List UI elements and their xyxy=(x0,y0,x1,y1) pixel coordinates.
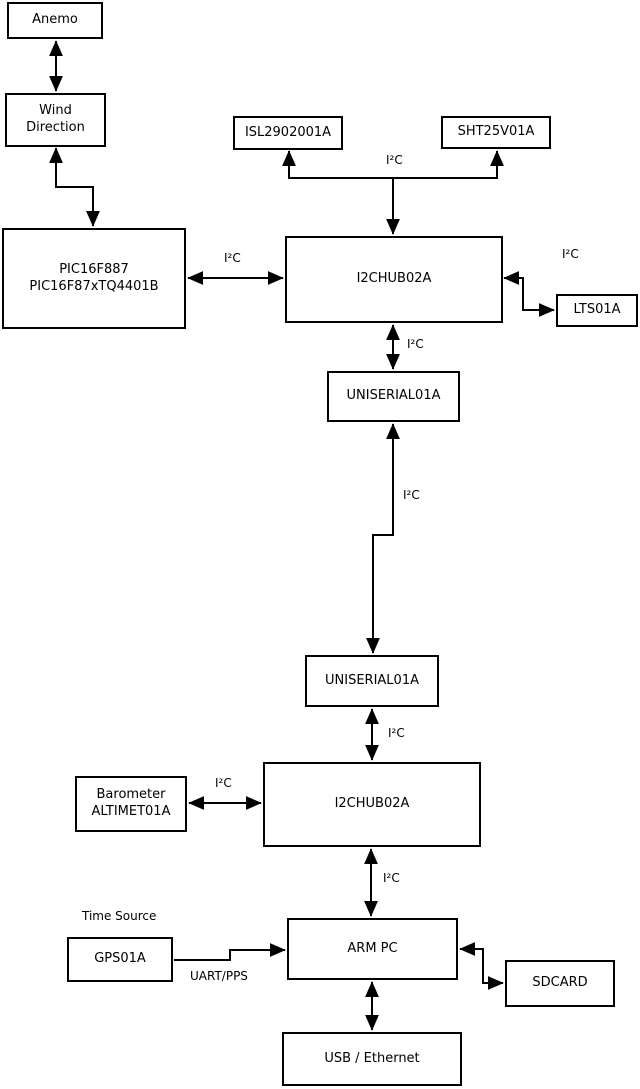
label-i2c-hub1-serial1: I²C xyxy=(407,337,424,351)
node-arm-pc-label: ARM PC xyxy=(347,940,398,956)
node-lts01a-label: LTS01A xyxy=(573,302,621,318)
label-uart-pps: UART/PPS xyxy=(190,969,248,983)
node-anemo: Anemo xyxy=(7,2,103,39)
node-uniserial01a-2-label: UNISERIAL01A xyxy=(325,672,419,688)
node-barometer-altimet01a: Barometer ALTIMET01A xyxy=(75,776,187,832)
node-usb-ethernet: USB / Ethernet xyxy=(282,1032,462,1086)
label-i2c-pic-hub1: I²C xyxy=(224,251,241,265)
node-wind-direction-line1: Wind xyxy=(39,103,72,119)
node-wind-direction: Wind Direction xyxy=(5,93,106,147)
label-i2c-serial1-serial2: I²C xyxy=(403,488,420,502)
node-pic16f887-line2: PIC16F87xTQ4401B xyxy=(29,278,159,294)
edge-armpc-sdcard xyxy=(459,942,504,990)
label-i2c-barometer-hub2: I²C xyxy=(215,776,232,790)
edge-serial1-serial2 xyxy=(366,423,400,654)
node-barometer-line1: Barometer xyxy=(96,787,166,803)
node-sht25v01a-label: SHT25V01A xyxy=(457,124,535,140)
node-pic16f887-line1: PIC16F887 xyxy=(59,261,129,277)
node-i2chub02a-1: I2CHUB02A xyxy=(285,236,503,323)
node-lts01a: LTS01A xyxy=(556,294,638,327)
node-uniserial01a-1-label: UNISERIAL01A xyxy=(346,388,441,404)
node-wind-direction-line2: Direction xyxy=(26,120,85,135)
node-pic16f887: PIC16F887 PIC16F87xTQ4401B xyxy=(2,228,186,329)
label-i2c-sensor-bus: I²C xyxy=(386,153,403,167)
node-isl2902001a: ISL2902001A xyxy=(233,116,343,150)
node-sdcard: SDCARD xyxy=(505,960,615,1007)
node-sht25v01a: SHT25V01A xyxy=(441,116,551,149)
node-isl2902001a-label: ISL2902001A xyxy=(244,124,332,140)
node-gps01a: GPS01A xyxy=(67,937,173,982)
node-i2chub02a-1-label: I2CHUB02A xyxy=(356,271,432,287)
label-i2c-hub2-armpc: I²C xyxy=(383,871,400,885)
edge-gps-armpc xyxy=(174,943,286,961)
label-i2c-serial2-hub2: I²C xyxy=(388,726,405,740)
node-usb-ethernet-label: USB / Ethernet xyxy=(324,1050,420,1066)
edge-hub1-lts xyxy=(503,271,555,317)
node-barometer-line2: ALTIMET01A xyxy=(91,804,171,819)
node-gps01a-label: GPS01A xyxy=(94,951,146,967)
node-i2chub02a-2: I2CHUB02A xyxy=(263,762,481,847)
edge-winddirection-pic xyxy=(49,147,100,227)
node-i2chub02a-2-label: I2CHUB02A xyxy=(334,796,410,812)
node-arm-pc: ARM PC xyxy=(287,918,458,980)
node-uniserial01a-2: UNISERIAL01A xyxy=(305,655,439,707)
label-time-source: Time Source xyxy=(82,909,157,923)
node-anemo-label: Anemo xyxy=(32,12,78,28)
node-uniserial01a-1: UNISERIAL01A xyxy=(327,371,460,422)
node-sdcard-label: SDCARD xyxy=(532,975,588,991)
label-i2c-hub1-lts: I²C xyxy=(562,247,579,261)
